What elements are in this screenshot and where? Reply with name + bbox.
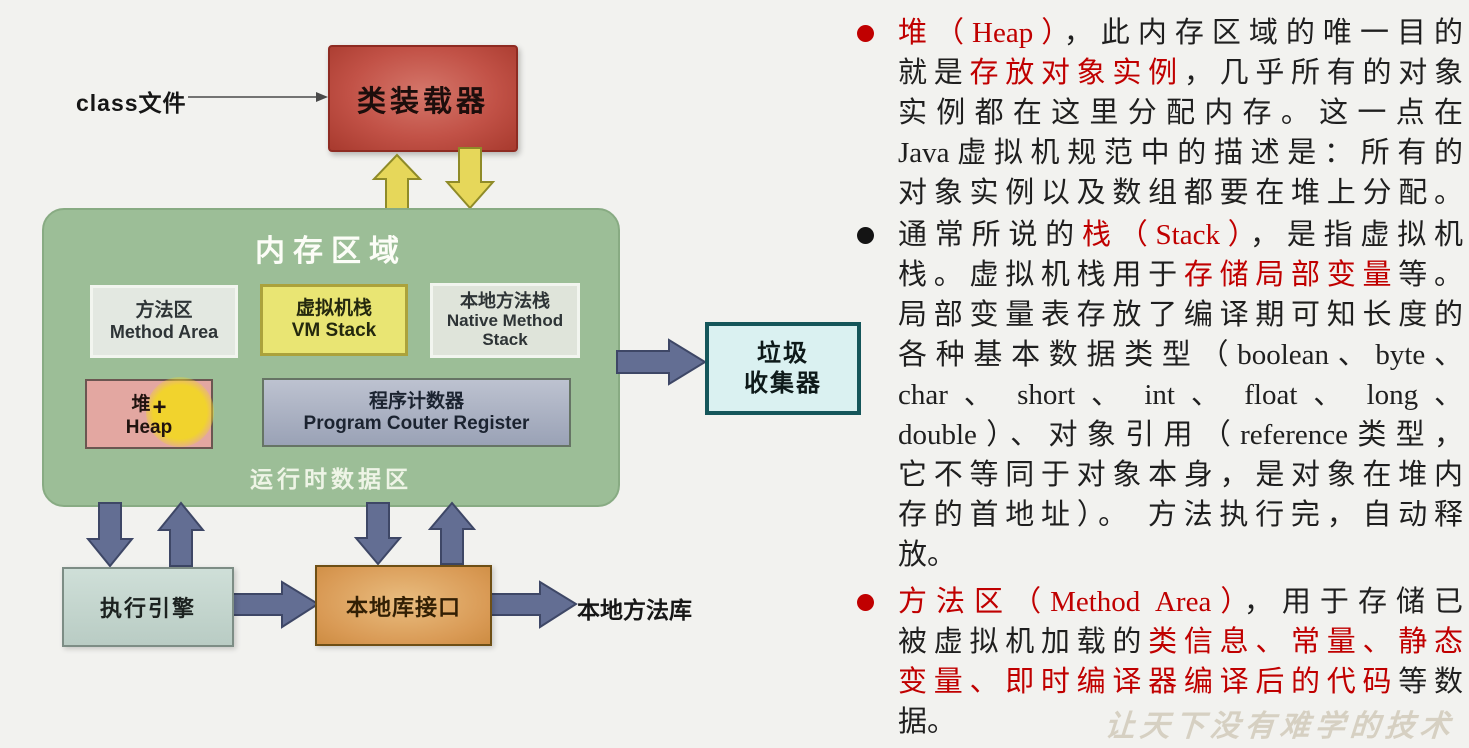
arrow-jni-to-nativelib-icon (487, 580, 578, 629)
class-file-label: class文件 (76, 90, 187, 116)
method-area-label-en: Method Area (109, 322, 219, 343)
vm-stack-label-en: VM Stack (291, 320, 377, 341)
program-counter-box: 程序计数器 Program Couter Register (262, 378, 571, 447)
arrow-classfile-to-loader-icon (188, 92, 328, 102)
vm-stack-box: 虚拟机栈 VM Stack (260, 284, 408, 356)
note-line: 局部变量表存放了编译期可知长度的 (898, 299, 1463, 331)
note-line: 它不等同于对象本身，是对象在堆内 (898, 459, 1463, 491)
program-counter-label-cn: 程序计数器 (368, 390, 464, 412)
note-line: 方法区（Method Area），用于存储已 (898, 586, 1463, 618)
execution-engine-box: 执行引擎 (62, 567, 234, 647)
note-line: 栈。虚拟机栈用于存储局部变量等。 (898, 259, 1463, 291)
note-line: Java虚拟机规范中的描述是：所有的 (898, 137, 1463, 169)
note-line: 被虚拟机加载的类信息、常量、静态 (898, 626, 1463, 658)
note-line: 存的首地址）。 方法执行完，自动释 (898, 499, 1463, 531)
arrow-memory-to-jni-down-icon (353, 502, 403, 566)
bullet-text: 堆（Heap），此内存区域的唯一目的就是存放对象实例，几乎所有的对象实例都在这里… (898, 13, 1463, 213)
class-loader-label: 类装载器 (356, 85, 489, 118)
memory-region-box: 内存区域 方法区 Method Area 虚拟机栈 VM Stack 本地方法栈… (42, 208, 620, 507)
gc-label-line2: 收集器 (744, 369, 822, 397)
arrow-memory-to-gc-icon (616, 338, 707, 386)
pen-cursor-icon: + (152, 394, 167, 422)
class-loader-box: 类装载器 (328, 45, 518, 152)
watermark-text: 让天下没有难学的技术 (1103, 710, 1456, 743)
native-stack-label-cn: 本地方法栈 (460, 291, 550, 312)
note-line: 就是存放对象实例，几乎所有的对象 (898, 57, 1463, 89)
note-line: 对象实例以及数组都要在堆上分配。 (898, 177, 1463, 209)
heap-label-cn: 堆 (131, 394, 151, 416)
bullet-text: 方法区（Method Area），用于存储已被虚拟机加载的类信息、常量、静态变量… (898, 582, 1463, 742)
program-counter-label-en: Program Couter Register (303, 412, 530, 434)
runtime-data-area-label: 运行时数据区 (250, 466, 412, 492)
method-area-box: 方法区 Method Area (90, 285, 238, 358)
note-line: 变量、即时编译器编译后的代码等数 (898, 666, 1463, 698)
garbage-collector-box: 垃圾 收集器 (705, 322, 861, 415)
native-interface-box: 本地库接口 (315, 565, 492, 646)
bullet-text: 通常所说的栈（Stack），是指虚拟机栈。虚拟机栈用于存储局部变量等。局部变量表… (898, 215, 1463, 575)
native-method-lib-label: 本地方法库 (577, 597, 692, 623)
bullet-dot-icon (857, 594, 874, 611)
bullet-dot-icon (857, 25, 874, 42)
note-bullet-3: 方法区（Method Area），用于存储已被虚拟机加载的类信息、常量、静态变量… (845, 582, 1463, 742)
execution-engine-label: 执行引擎 (99, 596, 196, 621)
heap-highlight-circle (146, 377, 214, 447)
gc-label-line1: 垃圾 (757, 339, 809, 367)
method-area-label-cn: 方法区 (135, 300, 193, 322)
note-line: char 、 short 、 int 、 float 、 long 、 (898, 379, 1463, 411)
arrow-memory-to-engine-down-icon (85, 502, 135, 568)
note-line: 据。 (898, 706, 957, 738)
native-interface-label: 本地库接口 (345, 594, 461, 620)
arrow-memory-to-loader-up-icon (371, 153, 423, 212)
arrow-engine-to-jni-icon (229, 580, 320, 629)
note-line: 放。 (898, 539, 957, 571)
note-line: 实例都在这里分配内存。这一点在 (898, 97, 1463, 129)
arrow-engine-to-memory-up-icon (156, 501, 206, 567)
note-bullet-1: 堆（Heap），此内存区域的唯一目的就是存放对象实例，几乎所有的对象实例都在这里… (845, 13, 1463, 213)
vm-stack-label-cn: 虚拟机栈 (295, 298, 372, 320)
heap-box: 堆+ Heap (85, 377, 214, 449)
note-line: 通常所说的栈（Stack），是指虚拟机 (898, 219, 1463, 251)
arrow-loader-to-memory-down-icon (444, 147, 496, 210)
arrow-jni-to-memory-up-icon (427, 501, 477, 565)
memory-region-title: 内存区域 (255, 235, 407, 268)
note-line: double）、对象引用（reference类型， (898, 419, 1463, 451)
note-line: 各种基本数据类型（boolean、byte、 (898, 339, 1463, 371)
heap-label-en: Heap (125, 416, 173, 438)
native-stack-label-en1: Native Method (446, 311, 564, 331)
note-bullet-2: 通常所说的栈（Stack），是指虚拟机栈。虚拟机栈用于存储局部变量等。局部变量表… (845, 215, 1463, 575)
note-line: 堆（Heap），此内存区域的唯一目的 (898, 17, 1463, 49)
native-stack-label-en2: Stack (482, 329, 528, 349)
native-method-stack-box: 本地方法栈 Native Method Stack (430, 283, 580, 358)
notes-panel: 堆（Heap），此内存区域的唯一目的就是存放对象实例，几乎所有的对象实例都在这里… (845, 13, 1463, 742)
bullet-dot-icon (857, 227, 874, 244)
